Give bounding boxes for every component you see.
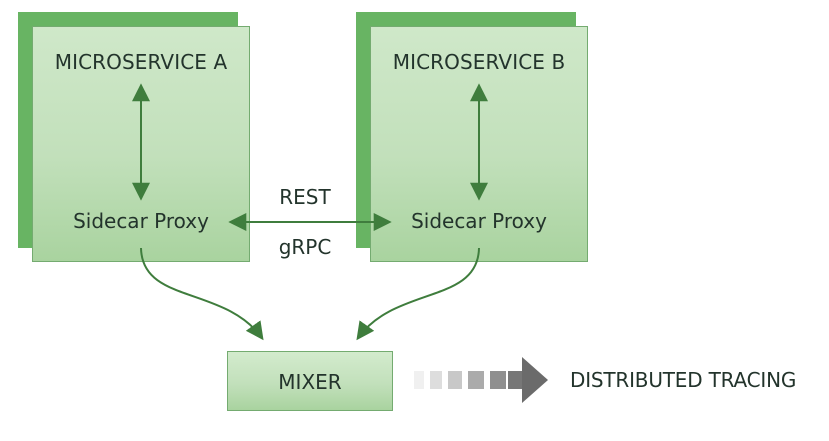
grpc-protocol-label: gRPC xyxy=(278,235,332,259)
microservice-b-sidecar-proxy-label: Sidecar Proxy xyxy=(411,209,547,233)
microservice-a-title: MICROSERVICE A xyxy=(54,50,228,74)
microservice-a-box: MICROSERVICE A Sidecar Proxy xyxy=(18,12,250,262)
distributed-tracing-arrow-icon xyxy=(414,357,548,403)
microservice-a-sidecar-proxy-label: Sidecar Proxy xyxy=(73,209,209,233)
distributed-tracing-label: DISTRIBUTED TRACING xyxy=(570,368,797,392)
rest-protocol-label: REST xyxy=(279,185,331,209)
microservice-b-box: MICROSERVICE B Sidecar Proxy xyxy=(356,12,588,262)
mixer-box: MIXER xyxy=(227,351,393,411)
mixer-label: MIXER xyxy=(278,370,342,394)
microservice-b-title: MICROSERVICE B xyxy=(392,50,566,74)
